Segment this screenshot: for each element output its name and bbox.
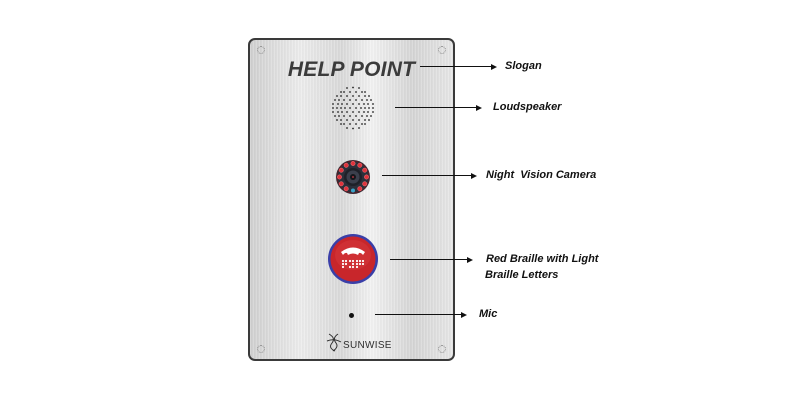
night-vision-camera-icon	[336, 160, 370, 194]
loudspeaker-label: Loudspeaker	[493, 101, 562, 113]
button-callout-line	[390, 259, 468, 261]
arrow-right-icon	[471, 172, 477, 179]
screw-icon	[257, 46, 265, 54]
loudspeaker-callout-line	[395, 107, 477, 109]
help-point-panel: HELP POINT	[248, 38, 455, 361]
sunwise-logo-icon	[326, 333, 342, 352]
brand-logo: SUNWISE	[326, 330, 392, 352]
camera-label: Night Vision Camera	[486, 169, 597, 181]
arrow-right-icon	[491, 63, 497, 70]
slogan-callout-line	[420, 66, 492, 68]
slogan-label: Slogan	[505, 60, 542, 72]
loudspeaker-grille-icon	[332, 86, 374, 130]
arrow-right-icon	[467, 256, 473, 263]
mic-label: Mic	[479, 308, 498, 320]
red-braille-call-button[interactable]	[327, 233, 379, 285]
button-label-line1: Red Braille with Light	[486, 253, 599, 265]
mic-callout-line	[375, 314, 462, 316]
arrow-right-icon	[476, 104, 482, 111]
screw-icon	[438, 46, 446, 54]
button-label-line2: Braille Letters	[485, 269, 559, 281]
microphone-hole	[349, 313, 354, 318]
screw-icon	[257, 345, 265, 353]
arrow-right-icon	[461, 311, 467, 318]
screw-icon	[438, 345, 446, 353]
slogan-text: HELP POINT	[287, 58, 416, 81]
brand-name: SUNWISE	[343, 340, 392, 351]
camera-callout-line	[382, 175, 472, 177]
